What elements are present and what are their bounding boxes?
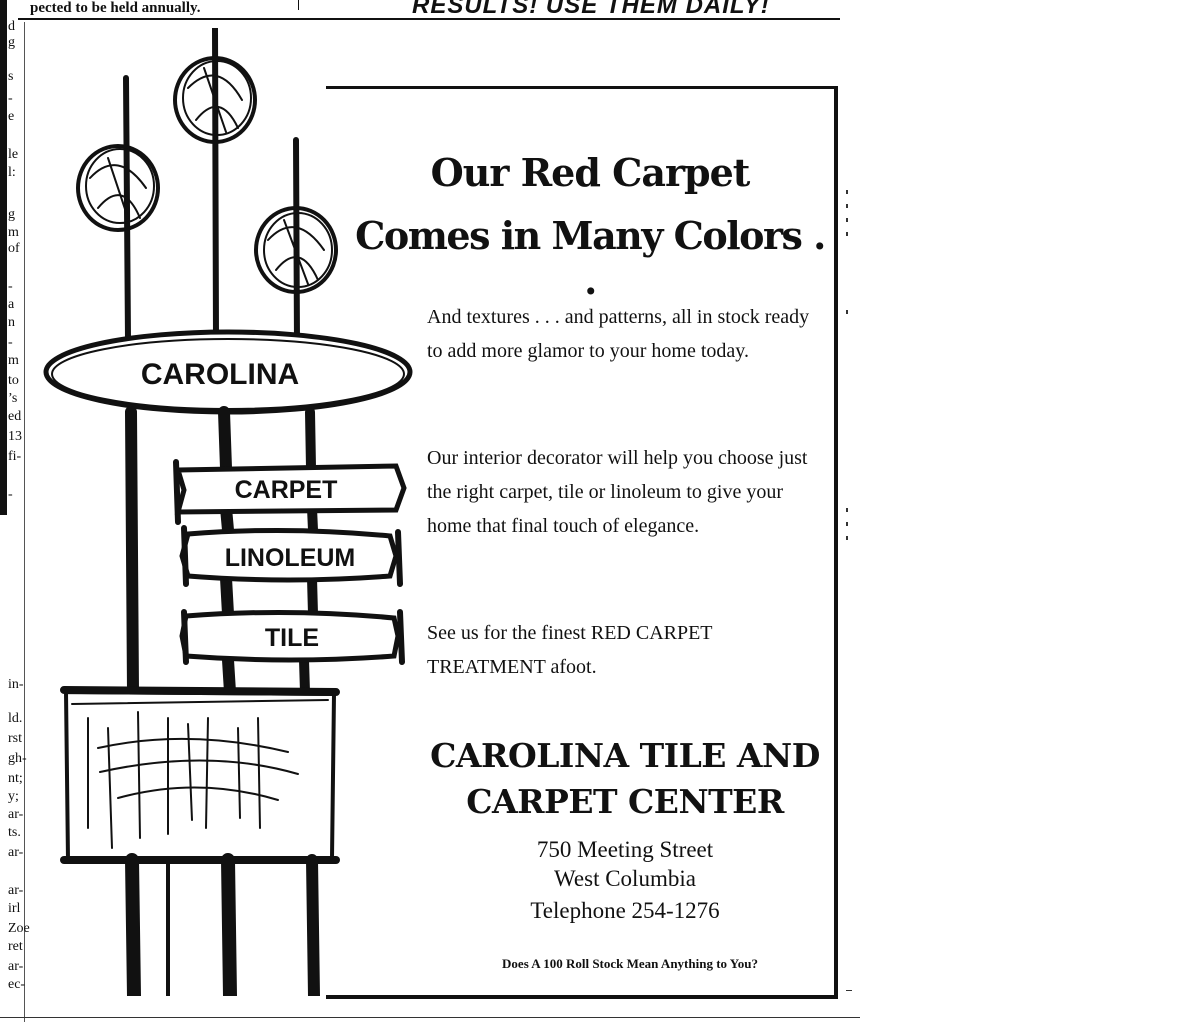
left-fragment: - — [8, 279, 13, 294]
sign-board-tile-label: TILE — [265, 624, 319, 652]
address-street: 750 Meeting Street — [536, 837, 714, 862]
left-fragment: nt; — [8, 771, 23, 786]
left-fragment: rst — [8, 731, 22, 746]
left-fragment: g — [8, 207, 15, 222]
bottom-rule — [0, 1017, 860, 1018]
sign-main-label: CAROLINA — [141, 358, 299, 391]
left-fragment: - — [8, 335, 13, 350]
left-fragment: of — [8, 241, 20, 256]
lamp-globe-icon — [173, 56, 257, 144]
left-column-rule — [24, 22, 25, 1022]
ad-tagline: Does A 100 Roll Stock Mean Anything to Y… — [502, 956, 758, 971]
left-fragment: ’s — [8, 391, 18, 406]
left-fragment: in- — [8, 677, 24, 692]
left-fragment: ret — [8, 939, 23, 954]
ad-headline-line2: Comes in Many Colors . . — [355, 213, 826, 303]
left-fragment: g — [8, 35, 15, 50]
left-fragment: ar- — [8, 883, 24, 898]
left-fragment: irl — [8, 901, 21, 916]
address-phone: Telephone 254-1276 — [530, 898, 720, 923]
column-divider — [298, 0, 299, 10]
ad-border — [326, 86, 838, 999]
left-fragment: gh- — [8, 751, 27, 766]
left-fragment: e — [8, 109, 15, 124]
lamp-globe-icon — [76, 144, 160, 232]
top-banner-text: RESULTS! USE THEM DAILY! — [412, 0, 770, 19]
left-fragment: le — [8, 147, 19, 162]
left-fragment: 13 — [8, 429, 22, 444]
left-fragment: Zoe — [8, 921, 30, 936]
ad-paragraph-red-carpet: See us for the finest RED CARPET TREATME… — [427, 622, 713, 678]
left-fragment: ar- — [8, 959, 24, 974]
address-city: West Columbia — [554, 866, 696, 891]
adjacent-column-text: pected to be held annually. — [30, 0, 201, 16]
page-edge-bar — [0, 0, 7, 515]
left-fragment: y; — [8, 789, 19, 804]
ad-paragraph-decorator: Our interior decorator will help you cho… — [427, 447, 808, 537]
left-fragment: - — [8, 91, 13, 106]
ad-paragraph-textures: And textures . . . and patterns, all in … — [427, 306, 810, 362]
ad-headline-line1: Our Red Carpet — [430, 150, 751, 195]
left-fragment: n — [8, 315, 15, 330]
left-fragment: s — [8, 69, 14, 84]
left-fragment: ed — [8, 409, 22, 424]
left-fragment: to — [8, 373, 19, 388]
left-fragment: d — [8, 19, 15, 34]
lamp-globe-icon — [254, 206, 338, 294]
sign-board-linoleum-label: LINOLEUM — [225, 544, 356, 572]
left-fragment: ts. — [8, 825, 21, 840]
top-rule — [18, 18, 840, 20]
left-fragment: a — [8, 297, 15, 312]
left-fragment: - — [8, 487, 13, 502]
left-fragment: ec- — [8, 977, 26, 992]
left-fragment: l: — [8, 165, 16, 180]
left-fragment: ar- — [8, 845, 24, 860]
sign-illustration: CAROLINA CARPET LINOLEUM TILE — [43, 28, 413, 996]
left-fragment: fi- — [8, 449, 22, 464]
left-fragment: m — [8, 353, 19, 368]
company-name-line2: CARPET CENTER — [466, 782, 784, 821]
page-edge-marks — [846, 190, 852, 991]
left-fragment: m — [8, 225, 19, 240]
sign-board-carpet-label: CARPET — [235, 476, 338, 504]
left-fragment: ld. — [8, 711, 23, 726]
left-fragment: ar- — [8, 807, 24, 822]
company-name-line1: CAROLINA TILE AND — [430, 736, 820, 775]
